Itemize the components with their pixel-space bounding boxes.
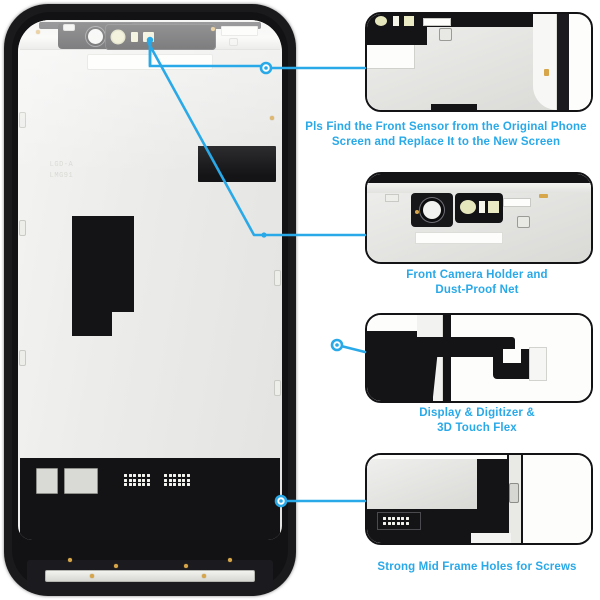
p1-gold-contact (544, 69, 549, 76)
sensor-pad-b (143, 32, 155, 42)
camera-lens-ring (88, 28, 104, 44)
main-black-flex-pad-step (72, 216, 112, 336)
caption-mid-frame: Strong Mid Frame Holes for Screws (352, 560, 600, 575)
p4-bottom-white-tab (471, 533, 511, 543)
p2-screw-bracket (517, 216, 530, 228)
left-lower-screw-tab (19, 220, 26, 236)
top-right-screw-tab (229, 38, 239, 46)
p4-grid-outline (377, 512, 421, 530)
p2-gold-contact-left (415, 210, 419, 214)
contact-pad-grid-right (164, 474, 190, 486)
p3-flex-tail (411, 381, 433, 401)
p2-gold-contact-right (539, 194, 548, 198)
top-left-gold-contact (36, 30, 41, 34)
left-bottom-screw-tab (19, 350, 26, 366)
p2-sensor-pad-b (488, 201, 499, 213)
caption-front-sensor: Pls Find the Front Sensor from the Origi… (300, 120, 592, 150)
p2-top-dark-strip (367, 174, 591, 183)
p3-flex-connector-pad (529, 347, 547, 381)
panel-mid-frame-art (367, 455, 591, 543)
p4-right-black-column (477, 459, 507, 509)
p1-shield-edge (367, 27, 427, 45)
chin-gold-screw-1 (68, 558, 72, 562)
p1-inner-panel (367, 45, 415, 69)
contact-pad-grid-left (124, 474, 150, 486)
chin-gold-screw-3 (184, 564, 188, 568)
caption-camera-holder: Front Camera Holder and Dust-Proof Net (352, 268, 600, 298)
p1-bottom-tab (431, 104, 477, 110)
proximity-sensor-dot (112, 31, 125, 43)
p2-adhesive-label-strip (415, 232, 503, 244)
driver-ic-chip-1 (36, 468, 58, 494)
top-left-screw-tab (62, 24, 75, 31)
p4-metal-backplate (367, 459, 477, 509)
p2-white-flex-pad (503, 198, 531, 207)
caption-digitizer-flex-line2: 3D Touch Flex (437, 422, 517, 435)
right-lower-screw-tab (274, 380, 281, 396)
p1-sensor-pad-b (404, 16, 414, 26)
panel-camera-holder-art (367, 174, 591, 262)
caption-digitizer-flex: Display & Digitizer & 3D Touch Flex (352, 406, 600, 436)
driver-ic-chip-2 (64, 468, 98, 494)
bottom-black-flex-zone (20, 458, 280, 540)
bottom-fpc-connector (44, 570, 256, 582)
callout-line-digitizer-flex (330, 338, 367, 354)
p2-camera-lens-ring (423, 201, 441, 219)
chin-gold-screw-5 (90, 574, 94, 578)
front-sensor-housing (105, 24, 216, 50)
panel-digitizer-flex (365, 313, 593, 403)
panel-mid-frame (365, 453, 593, 545)
right-mid-screw-tab (274, 270, 281, 286)
p1-right-frame-edge (557, 14, 569, 110)
p2-left-screw-tab (385, 194, 399, 202)
p2-shield-band (367, 183, 591, 193)
p3-flex-ribbon-notch (503, 349, 521, 363)
p4-screw-hole-bracket (509, 483, 519, 503)
caption-camera-holder-line1: Front Camera Holder and (406, 269, 548, 281)
p1-white-flex-pad (423, 18, 451, 26)
p4-contact-pad-grid (383, 517, 409, 525)
p3-frame-rail (443, 315, 451, 401)
p1-right-white-edge (569, 14, 591, 110)
panel-camera-holder (365, 172, 593, 264)
caption-mid-frame-line1: Strong Mid Frame Holes for Screws (377, 561, 577, 573)
p2-sensor-dot (460, 200, 476, 214)
left-mid-screw-tab (19, 112, 26, 128)
p1-screw-bracket (439, 28, 452, 41)
panel-digitizer-flex-art (367, 315, 591, 401)
chin-gold-screw-4 (228, 558, 232, 562)
caption-camera-holder-line2: Dust-Proof Net (435, 284, 519, 297)
top-right-gold-contact (210, 27, 215, 31)
caption-digitizer-flex-line1: Display & Digitizer & (419, 407, 535, 419)
p1-sensor-pad-a (393, 16, 399, 26)
p1-edge-curve (533, 14, 557, 110)
callout-marker-digitizer-flex (330, 338, 344, 352)
panel-front-sensor-art (367, 14, 591, 110)
upper-black-flex-pad-tail (198, 146, 230, 172)
sensor-pad-a (131, 32, 139, 42)
adhesive-label-strip (86, 54, 214, 70)
caption-front-sensor-line1: Pls Find the Front Sensor from the Origi… (305, 121, 587, 133)
panel-front-sensor (365, 12, 593, 112)
chin-gold-screw-2 (114, 564, 118, 568)
p2-sensor-pad-a (479, 201, 485, 213)
caption-front-sensor-line2: Screen and Replace It to the New Screen (331, 136, 561, 149)
chin-gold-screw-6 (202, 574, 206, 578)
p1-sensor-dot (375, 16, 387, 26)
sensor-flex-white-pad (221, 26, 259, 36)
right-edge-gold-contact (270, 116, 274, 120)
